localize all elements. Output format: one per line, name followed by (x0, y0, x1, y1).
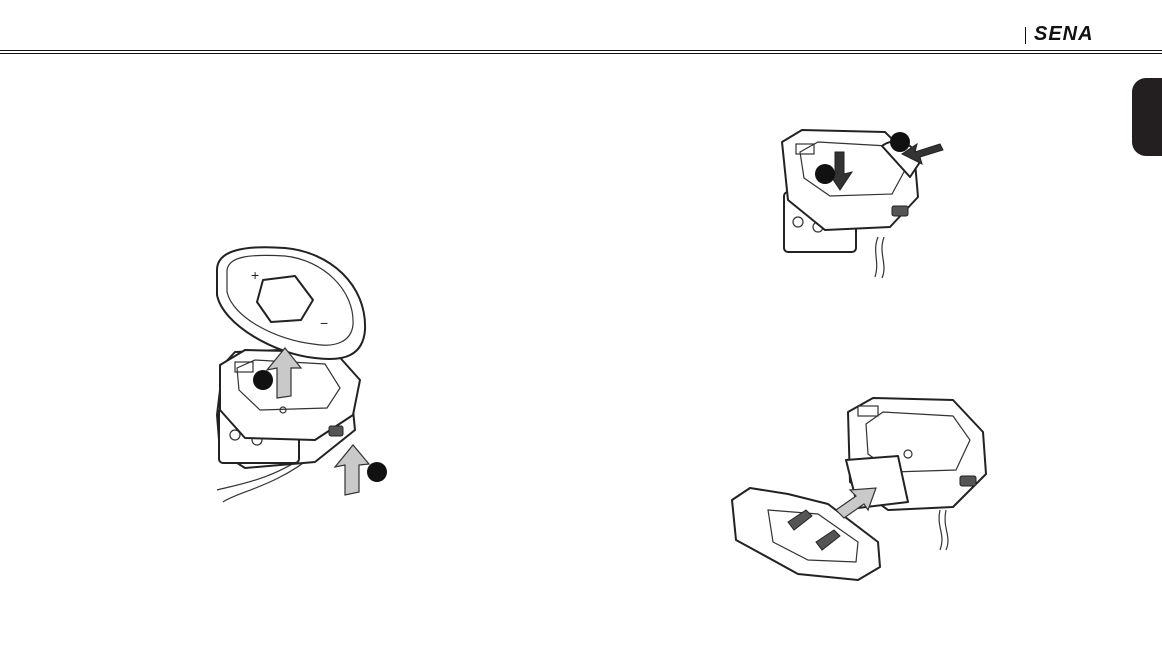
release-latch (329, 426, 343, 436)
cable (875, 237, 884, 278)
figure-attach-plate (728, 392, 998, 592)
release-latch (960, 476, 976, 486)
slide-arrow (836, 488, 876, 518)
step-marker (253, 370, 273, 390)
step-marker (367, 462, 387, 482)
sena-logo: SENA (1034, 23, 1094, 46)
logo-divider (1025, 27, 1026, 44)
step-marker (890, 132, 910, 152)
figure-remove-remote: + − (205, 240, 380, 520)
header-rule-top (0, 50, 1162, 51)
section-side-tab (1132, 78, 1162, 156)
figure-release-cradle (780, 122, 950, 280)
cable (939, 510, 948, 550)
header-rule-bottom (0, 53, 1162, 54)
push-arrow (335, 445, 369, 495)
minus-button-label: − (320, 315, 328, 331)
step-marker (815, 164, 835, 184)
release-latch (892, 206, 908, 216)
plus-button-label: + (251, 267, 259, 283)
